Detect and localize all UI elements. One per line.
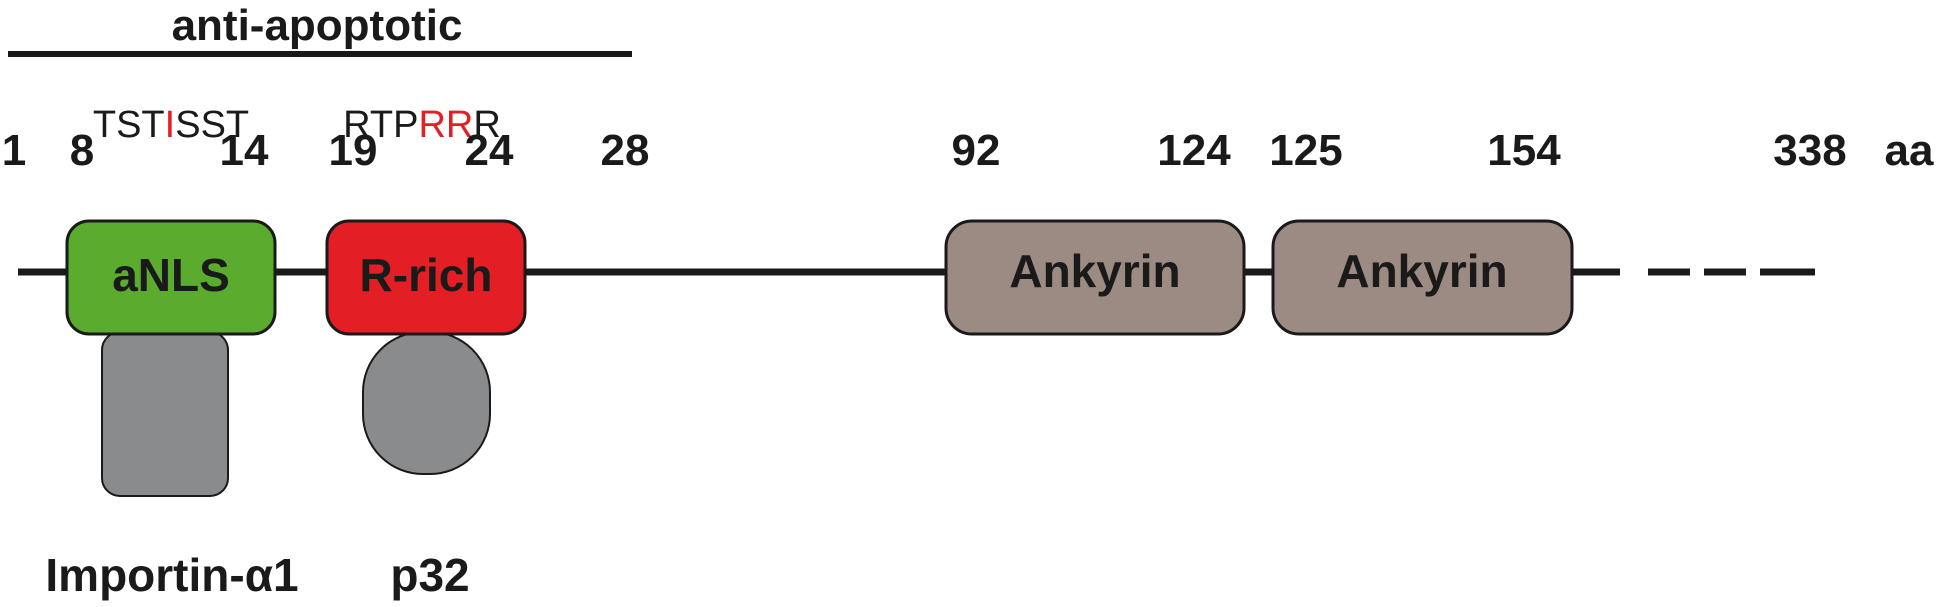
rrich-domain-label: R-rich <box>360 249 493 301</box>
importin-label: Importin-α1 <box>45 549 298 601</box>
anls-domain-label: aNLS <box>112 249 230 301</box>
position-125: 125 <box>1269 126 1342 175</box>
anls-sequence: TSTISST <box>93 104 249 146</box>
anls-seq-part-3: SST <box>175 104 249 146</box>
position-124: 124 <box>1157 126 1231 175</box>
ankyrin-domain-1-label: Ankyrin <box>1009 245 1180 297</box>
position-24: 24 <box>465 126 514 175</box>
ankyrin-domain-1 <box>944 219 1246 336</box>
position-8: 8 <box>70 126 94 175</box>
rrich-seq-part-1: RTP <box>343 104 418 146</box>
position-28: 28 <box>601 126 650 175</box>
region-label: anti-apoptotic <box>172 1 463 50</box>
importin-binding-shape <box>101 331 229 497</box>
ankyrin-domain-2 <box>1271 219 1574 336</box>
anls-domain <box>65 219 277 336</box>
position-338: 338 <box>1773 126 1846 175</box>
position-154: 154 <box>1487 126 1561 175</box>
rrich-seq-part-2: RR <box>418 104 473 146</box>
rrich-domain <box>325 219 527 336</box>
position-14: 14 <box>220 126 269 175</box>
position-1: 1 <box>2 126 26 175</box>
anls-seq-part-2: I <box>165 104 176 146</box>
unit-label: aa <box>1885 126 1934 175</box>
anls-seq-part-1: TST <box>93 104 165 146</box>
p32-binding-shape <box>362 331 491 475</box>
ankyrin-domain-2-label: Ankyrin <box>1336 245 1507 297</box>
position-92: 92 <box>952 126 1001 175</box>
p32-label: p32 <box>390 549 469 601</box>
position-labels: 1 8 14 19 24 28 92 124 125 154 338 aa <box>2 126 1934 175</box>
rrich-sequence: RTPRRR <box>343 104 501 146</box>
rrich-seq-part-3: R <box>473 104 500 146</box>
position-19: 19 <box>329 126 378 175</box>
